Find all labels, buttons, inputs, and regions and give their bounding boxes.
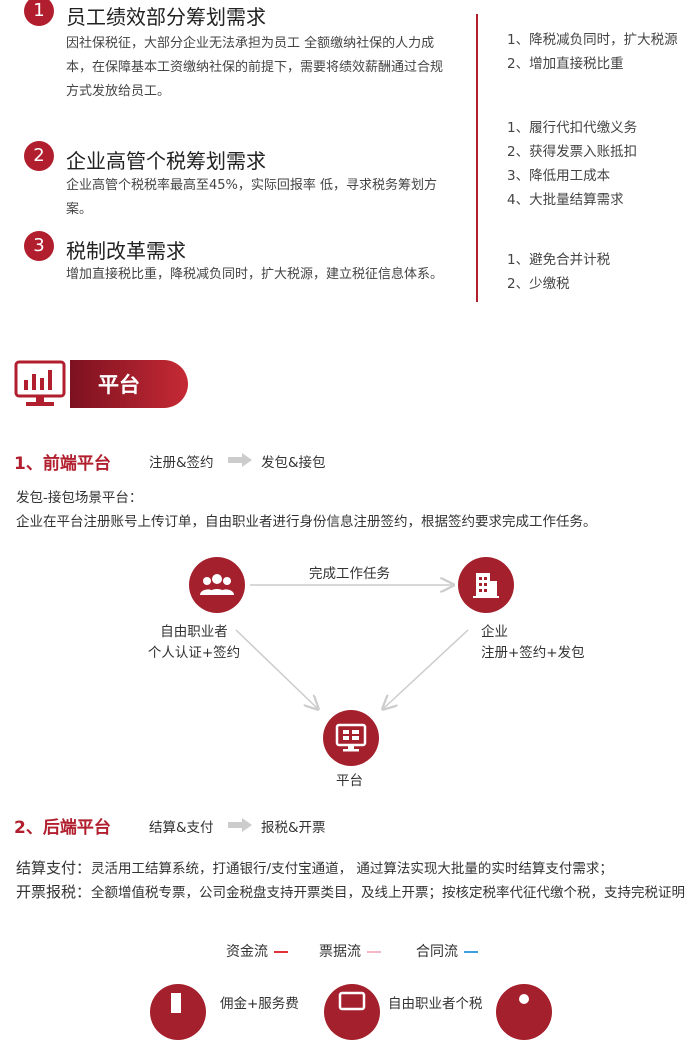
need-desc-1: 因社保税征，大部分企业无法承担为员工 全额缴纳社保的人力成本，在保障基本工资缴纳… <box>66 36 444 99</box>
legend-swatch <box>274 951 288 953</box>
need-number-3: 3 <box>24 231 54 261</box>
enterprise-label-line2: 注册+签约+发包 <box>481 645 585 661</box>
right-list-item: 2、少缴税 <box>507 276 570 292</box>
diagram-connectors <box>235 550 469 720</box>
right-list-3: 1、避免合并计税 2、少缴税 <box>507 248 610 296</box>
platform-header-banner: 平台 <box>70 360 188 408</box>
right-list-item: 2、增加直接税比重 <box>507 56 624 72</box>
enterprise-node <box>458 557 514 613</box>
freelancer-label-line1: 自由职业者 <box>160 624 228 640</box>
freelancer-label: 自由职业者 个人认证+签约 <box>129 622 259 664</box>
users-icon <box>200 574 234 595</box>
need-number-1: 1 <box>24 0 54 26</box>
invoice-label: 开票报税： <box>16 883 92 901</box>
edge-label-complete-task: 完成工作任务 <box>309 566 390 582</box>
monitor-icon <box>338 991 366 1011</box>
building-icon <box>171 993 181 1013</box>
right-list-item: 1、降税减负同时，扩大税源 <box>507 32 678 48</box>
settle-text: 灵活用工结算系统，打通银行/支付宝通道， 通过算法实现大批量的实时结算支付需求； <box>91 861 613 877</box>
legend-fund-flow: 资金流 <box>226 941 288 961</box>
arrow-right-icon <box>228 452 252 467</box>
right-list-1: 1、降税减负同时，扩大税源 2、增加直接税比重 <box>507 28 678 76</box>
enterprise-label: 企业 注册+签约+发包 <box>481 622 585 664</box>
settle-paragraph: 结算支付：灵活用工结算系统，打通银行/支付宝通道， 通过算法实现大批量的实时结算… <box>16 856 688 881</box>
need-desc-2: 企业高管个税税率最高至45%，实际回报率 低，寻求税务筹划方案。 <box>66 178 438 217</box>
right-list-item: 2、获得发票入账抵扣 <box>507 144 638 160</box>
right-list-item: 4、大批量结算需求 <box>507 192 624 208</box>
platform-node-label: 平台 <box>336 773 363 789</box>
monitor-chart-icon <box>14 360 66 408</box>
front-step-1: 注册&签约 <box>149 455 214 471</box>
back-step-2: 报税&开票 <box>261 820 326 836</box>
invoice-text: 全额增值税专票，公司金税盘支持开票类目，及线上开票；按核定税率代征代缴个税，支持… <box>91 885 686 901</box>
building-icon <box>473 573 499 598</box>
platform-node <box>323 710 379 766</box>
front-platform-title: 1、前端平台 <box>14 454 111 474</box>
settle-label: 结算支付： <box>16 859 92 877</box>
need-title-1: 员工绩效部分筹划需求 <box>66 5 266 29</box>
need-title-2: 企业高管个税筹划需求 <box>66 149 266 173</box>
legend-swatch <box>464 951 478 953</box>
right-list-item: 3、降低用工成本 <box>507 168 611 184</box>
enterprise-label-line1: 企业 <box>481 624 508 640</box>
bottom-label-tax: 自由职业者个税 <box>388 996 483 1012</box>
invoice-paragraph: 开票报税：全额增值税专票，公司金税盘支持开票类目，及线上开票；按核定税率代征代缴… <box>16 880 688 905</box>
legend-label: 资金流 <box>226 944 268 960</box>
freelancer-node <box>189 557 245 613</box>
need-desc-3: 增加直接税比重，降税减负同时，扩大税源，建立税征信息体系。 <box>66 267 444 282</box>
bottom-platform-node <box>324 984 380 1040</box>
front-step-2: 发包&接包 <box>261 455 326 471</box>
users-icon <box>519 994 529 1004</box>
freelancer-label-line2: 个人认证+签约 <box>147 645 241 661</box>
platform-header-label: 平台 <box>98 373 140 397</box>
bottom-enterprise-node <box>150 984 206 1040</box>
front-desc-line2: 企业在平台注册账号上传订单，自由职业者进行身份信息注册签约，根据签约要求完成工作… <box>16 514 597 530</box>
legend-label: 合同流 <box>416 944 458 960</box>
legend-swatch <box>367 951 381 953</box>
legend-label: 票据流 <box>319 944 361 960</box>
divider-line <box>476 14 478 302</box>
right-list-item: 1、避免合并计税 <box>507 252 611 268</box>
need-title-3: 税制改革需求 <box>66 239 186 263</box>
legend-contract-flow: 合同流 <box>416 941 478 961</box>
back-step-1: 结算&支付 <box>149 820 214 836</box>
right-list-2: 1、履行代扣代缴义务 2、获得发票入账抵扣 3、降低用工成本 4、大批量结算需求 <box>507 116 637 212</box>
back-platform-title: 2、后端平台 <box>14 818 111 838</box>
arrow-right-icon <box>228 817 252 832</box>
bottom-label-fee: 佣金+服务费 <box>220 996 299 1012</box>
right-list-item: 1、履行代扣代缴义务 <box>507 120 638 136</box>
front-desc-line1: 发包-接包场景平台： <box>16 490 143 506</box>
bottom-freelancer-node <box>496 984 552 1040</box>
legend-invoice-flow: 票据流 <box>319 941 381 961</box>
monitor-icon <box>335 723 367 752</box>
need-number-2: 2 <box>24 141 54 171</box>
